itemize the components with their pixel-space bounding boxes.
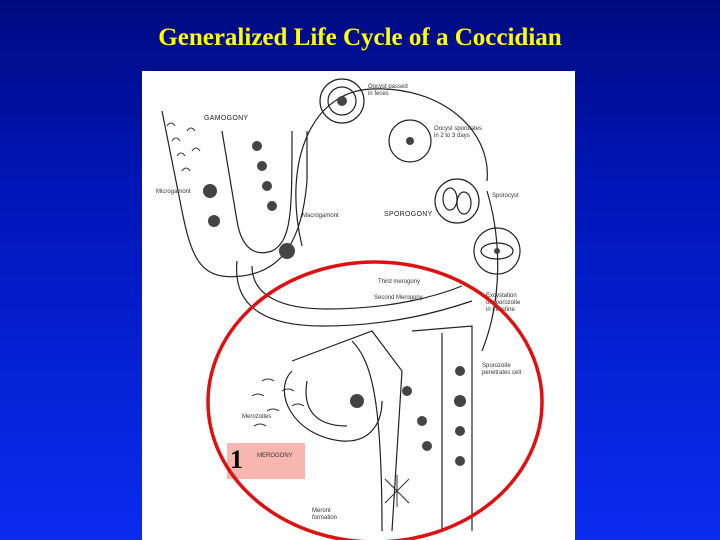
nucleus (455, 456, 465, 466)
nucleus (406, 137, 414, 145)
stage-number: 1 (230, 445, 243, 474)
merozoite (253, 423, 267, 427)
nucleus (454, 395, 466, 407)
microgamete (186, 127, 196, 132)
oocyst-3 (434, 178, 480, 224)
label-meront-formation: Meront formation (312, 508, 338, 521)
nucleus (417, 416, 427, 426)
microgamete (176, 152, 186, 157)
label-excystation: Excystation of sporozoite in intestine (486, 293, 521, 313)
label-merozoites: Merozoites (242, 414, 272, 420)
microgamete (171, 137, 181, 142)
nucleus (262, 181, 272, 191)
slide-title: Generalized Life Cycle of a Coccidian (158, 24, 562, 51)
nucleus (257, 161, 267, 171)
nucleus (402, 386, 412, 396)
meront-rays (384, 475, 410, 507)
label-sporocyst: Sporocyst (492, 193, 519, 199)
label-macrogamont: Macrogamont (302, 213, 339, 219)
life-cycle-diagram: Oocyst passed in feces Oocyst sporulates… (142, 71, 575, 540)
sporocyst-2 (456, 191, 472, 215)
villus-merogony-2 (351, 340, 383, 532)
big-u-tube-inner (251, 265, 463, 310)
merozoite (251, 393, 265, 397)
label-third-merogony: Third merogony (378, 279, 421, 285)
microgamete (166, 122, 176, 127)
microgamete (181, 167, 191, 172)
nucleus (455, 366, 465, 376)
nucleus (422, 441, 432, 451)
nucleus (252, 141, 262, 151)
label-sporozoite-penetrates: Sporozoite penetrates cell (482, 363, 522, 376)
nucleus (279, 243, 295, 259)
label-oocyst-sporulates: Oocyst sporulates in 2 to 3 days (434, 126, 483, 139)
oocyst-1-inner (327, 86, 357, 116)
merozoite (291, 403, 305, 407)
label-oocyst-passed: Oocyst passed in feces (368, 84, 408, 97)
merogony-tube (283, 370, 383, 442)
label-gamogony: GAMOGONY (204, 115, 249, 122)
microgamete (191, 147, 201, 152)
label-sporogony: SPOROGONY (384, 211, 433, 218)
stage-name: MEROGONY (257, 453, 293, 459)
sporocyst-1 (442, 187, 458, 211)
oocyst-1 (319, 78, 365, 124)
nucleus (208, 215, 220, 227)
merozoite (266, 408, 280, 412)
villus-gamogony-inner (221, 130, 293, 254)
cycle-arrow-right (481, 190, 499, 352)
nucleus (267, 201, 277, 211)
nucleus (455, 426, 465, 436)
sporocyst-3 (480, 242, 514, 260)
cycle-arrow-outer (295, 88, 488, 247)
big-u-tube (236, 260, 473, 327)
label-second-merogony: Second Merogony (374, 295, 423, 301)
merogony-tube-inner (305, 380, 348, 427)
nucleus (350, 394, 364, 408)
oocyst-2 (388, 119, 432, 163)
villus-merogony-1 (291, 330, 403, 532)
nucleus (337, 96, 347, 106)
merozoite (261, 378, 275, 382)
nucleus (203, 184, 217, 198)
nucleus (494, 248, 500, 254)
stage-marker-box: 1 MEROGONY (227, 443, 305, 479)
label-microgamont: Microgamont (156, 189, 191, 195)
